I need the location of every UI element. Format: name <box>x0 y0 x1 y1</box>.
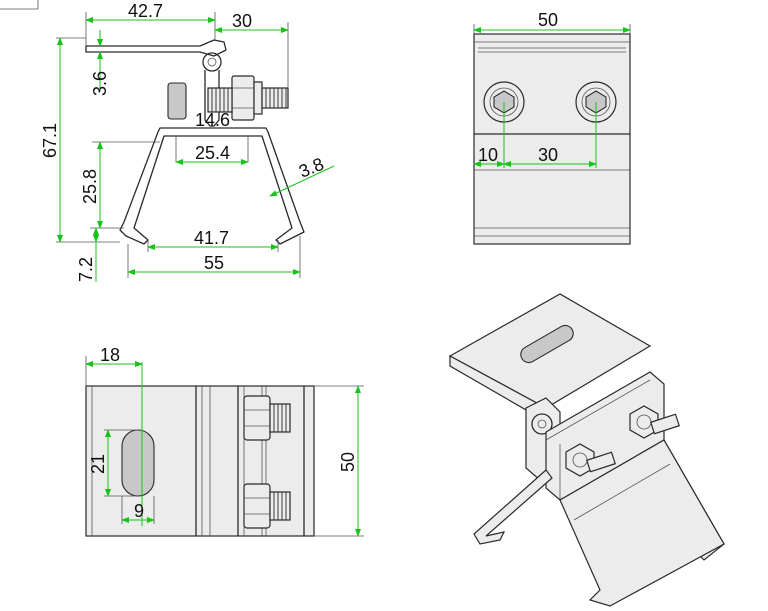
dim-flange-thickness: 3.6 <box>90 71 110 96</box>
bolt-thread-left <box>207 87 233 113</box>
dim-outer-bottom: 55 <box>204 253 224 273</box>
nut-block <box>231 75 255 121</box>
dim-top-view-width: 50 <box>538 10 558 30</box>
bolt-thread-right <box>261 87 289 109</box>
top-view-dimensions: 50 10 30 <box>473 10 631 168</box>
iso-slot <box>520 324 574 364</box>
top-view <box>473 33 631 245</box>
side-view-nut-upper <box>243 395 291 441</box>
dim-foot-height: 7.2 <box>76 257 96 282</box>
side-view <box>85 385 315 537</box>
dim-total-height: 67.1 <box>40 123 60 158</box>
front-view-dimensions: 42.7 30 3.6 67.1 14.6 25.4 3.8 25.8 41.7 <box>40 1 335 282</box>
dim-slot-width: 14.6 <box>195 110 230 130</box>
clamp-body <box>119 127 305 245</box>
dim-hole-spacing: 30 <box>538 145 558 165</box>
dim-leg-height: 25.8 <box>80 169 100 204</box>
bolt-cylinder <box>167 82 187 120</box>
dim-offset-right: 30 <box>232 11 252 31</box>
dim-slot-width: 9 <box>134 501 144 521</box>
iso-bolt-right <box>629 405 680 439</box>
dim-side-height: 50 <box>338 452 358 472</box>
side-view-nut-lower <box>243 483 291 529</box>
hook-loop <box>202 52 222 72</box>
frame-corner <box>0 0 39 10</box>
dim-top-width: 42.7 <box>128 1 163 21</box>
dim-wall-thickness: 3.8 <box>296 154 327 182</box>
side-view-slot <box>121 429 155 497</box>
isometric-view <box>448 293 725 607</box>
dim-slot-length: 21 <box>88 454 108 474</box>
iso-bottom-face <box>559 439 725 607</box>
iso-bolt-left <box>565 443 616 477</box>
top-view-plate <box>473 33 631 245</box>
dim-side-flange: 18 <box>100 345 120 365</box>
dim-hole-offset: 10 <box>478 145 498 165</box>
side-view-dimensions: 18 21 9 50 <box>85 345 364 537</box>
front-view <box>85 39 305 245</box>
iso-leg-left <box>473 469 553 545</box>
washer <box>253 81 263 115</box>
dim-inner-top: 25.4 <box>195 143 230 163</box>
dim-inner-bottom: 41.7 <box>194 228 229 248</box>
top-flange <box>85 39 227 57</box>
